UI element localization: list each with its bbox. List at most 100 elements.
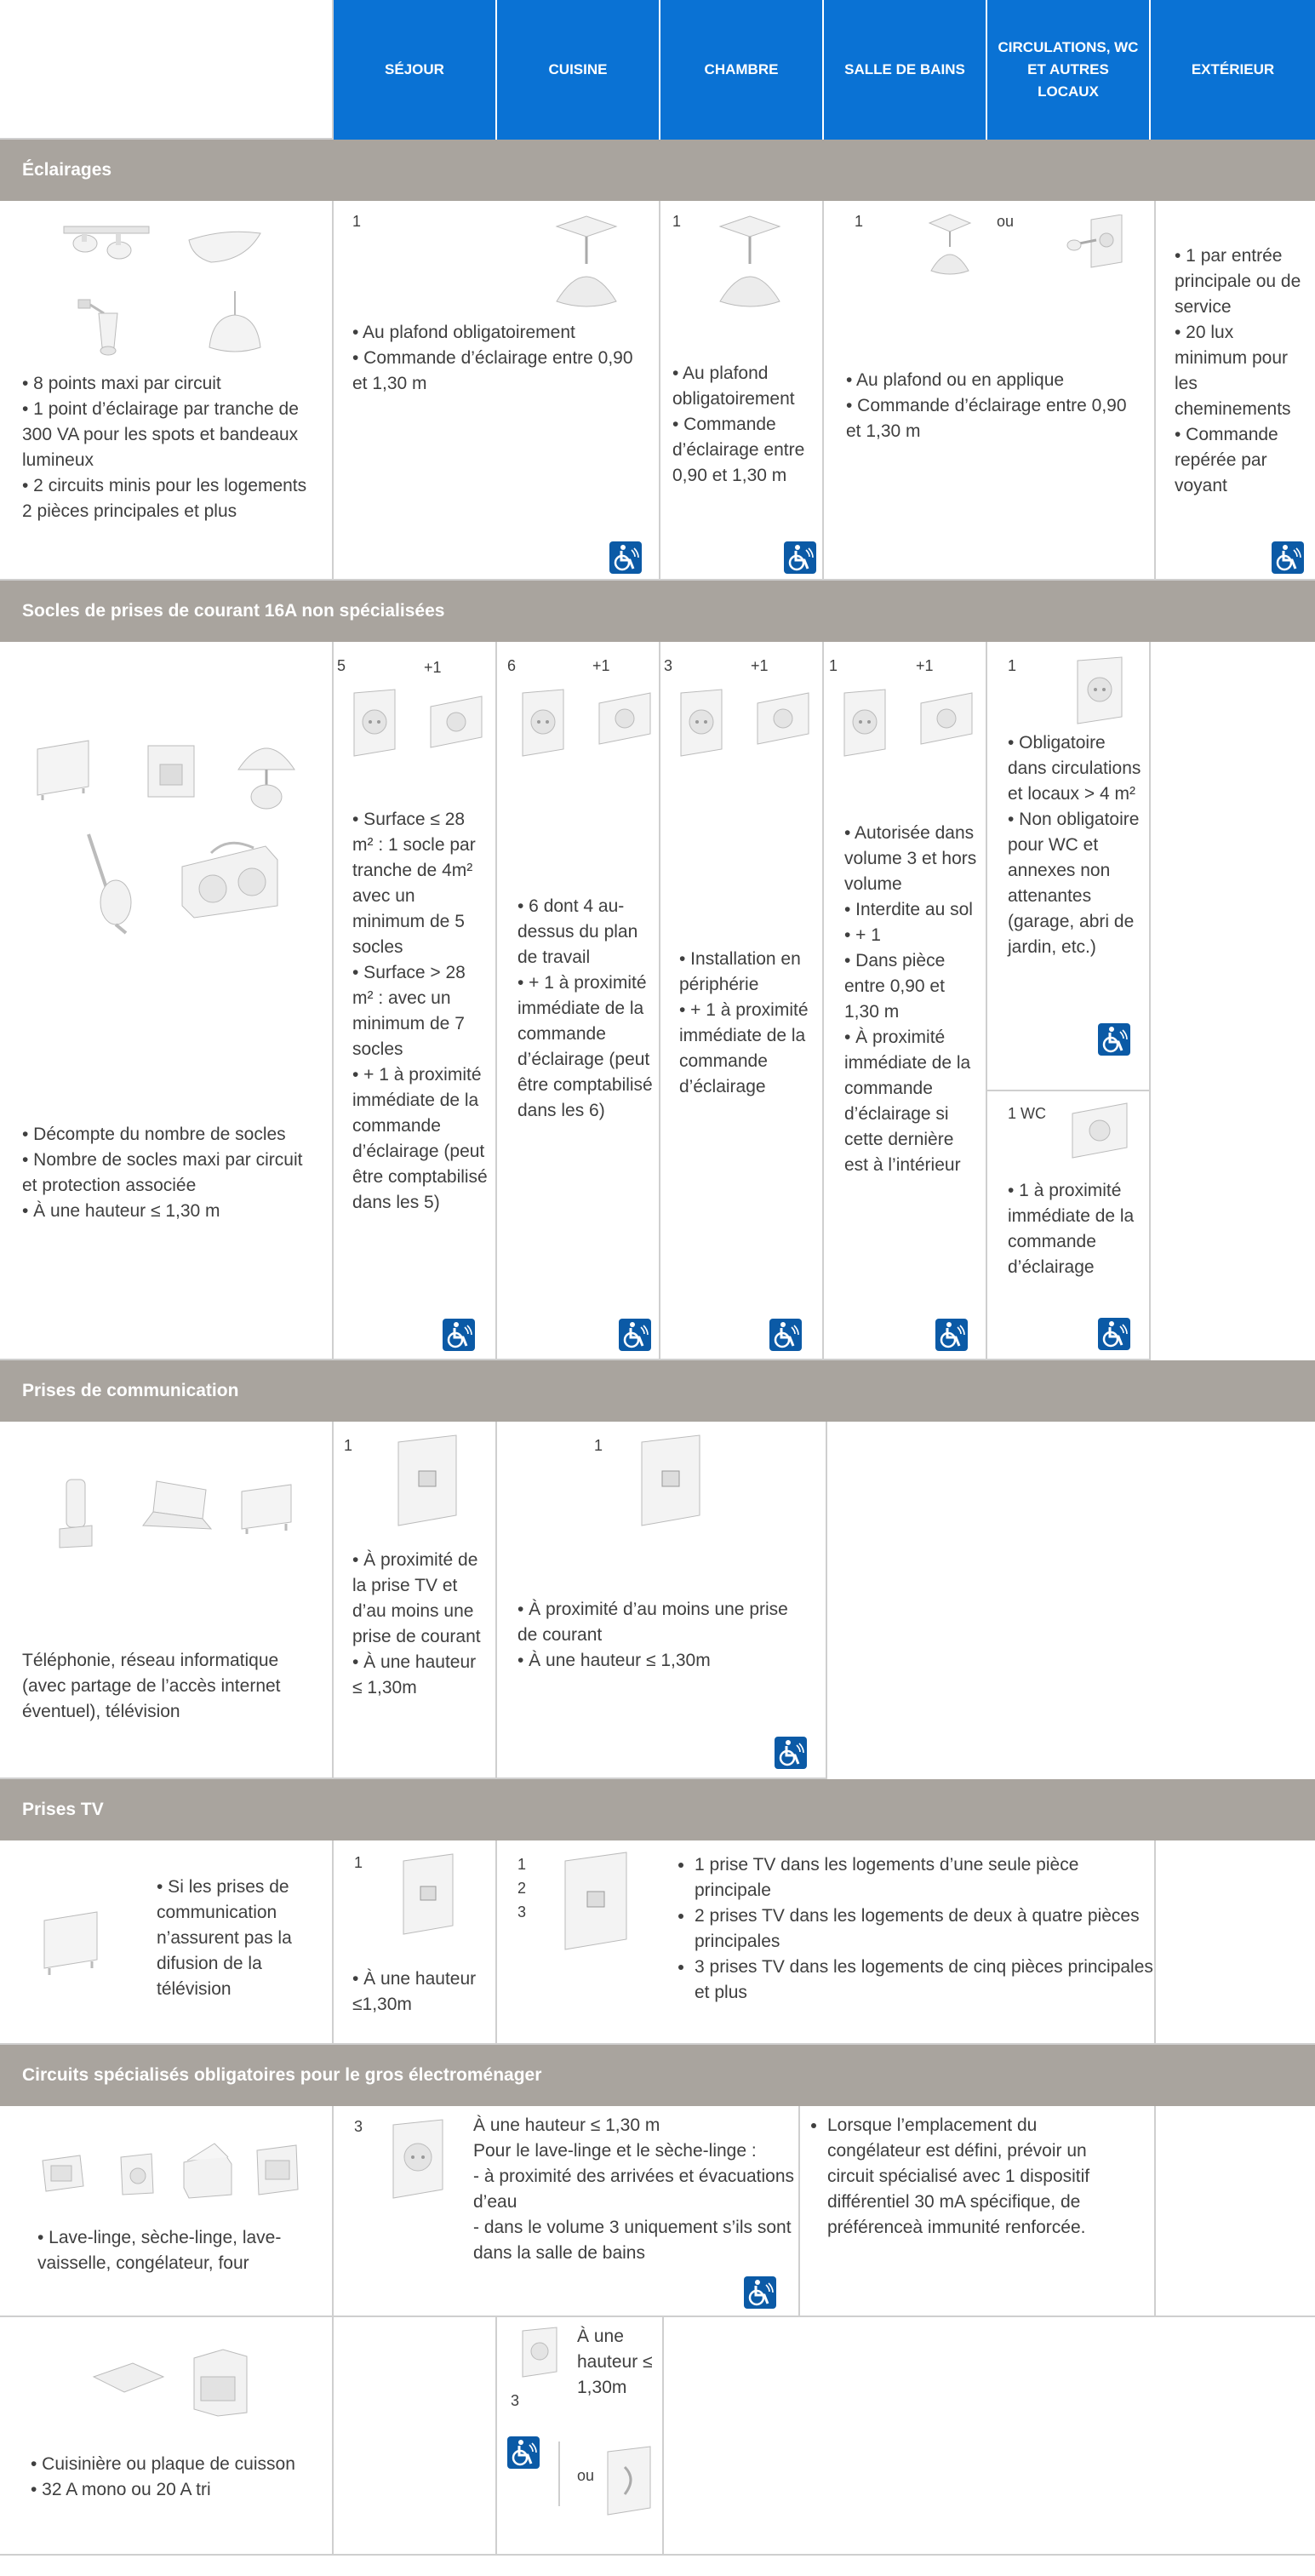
- comm-chambre-cell: 1 • À proximité d’au moins une prise de …: [497, 1422, 827, 1779]
- circuits-row2-num: 3: [511, 2392, 520, 2409]
- socket-icon: [598, 692, 651, 745]
- comm-chambre-num: 1: [594, 1437, 603, 1454]
- circuits-note-list: Lorsque l’emplacement du congélateur est…: [800, 2113, 1100, 2241]
- col-cuisine: CUISINE: [497, 0, 660, 140]
- prises-sdb-num: 1: [829, 657, 838, 674]
- eclairages-sejour-num: 1: [352, 213, 362, 230]
- eclairages-chambre-cell: 1 • Au plafond obligatoirement • Command…: [660, 201, 824, 581]
- eclairages-left-cell: • 8 points maxi par circuit • 1 point d’…: [0, 201, 334, 581]
- wall-light-icon: [188, 231, 261, 263]
- coffee-machine-icon: [147, 745, 195, 798]
- comm-sejour-cell: 1 • À proximité de la prise TV et d’au m…: [334, 1422, 497, 1779]
- prises-circ-text: • Obligatoire dans circulations et locau…: [1008, 733, 1141, 957]
- eclairages-sejour-cuisine-cell: 1 • Au plafond obligatoirement • Command…: [334, 201, 660, 581]
- wall-light-icon: [1066, 215, 1123, 268]
- circuits-row1-left-text: • Lave-linge, sèche-linge, lave-vaissell…: [37, 2228, 282, 2273]
- col-salle-de-bains: SALLE DE BAINS: [824, 0, 987, 140]
- wheelchair-icon: [443, 1319, 475, 1351]
- prises-cuisine-cell: 6 +1 • 6 dont 4 au-dessus du plan de tra…: [497, 642, 660, 1360]
- band-eclairages: Éclairages: [0, 140, 1315, 201]
- comm-sejour-num: 1: [344, 1437, 353, 1454]
- prises-wc-cell: 1 WC • 1 à proximité immédiate de la com…: [987, 1091, 1151, 1360]
- prises-circ-num: 1: [1008, 657, 1017, 674]
- phone-icon: [59, 1479, 93, 1548]
- socket-icon: [843, 689, 886, 757]
- tv-other-nums: 1 2 3: [517, 1856, 527, 1921]
- col-chambre: CHAMBRE: [660, 0, 824, 140]
- socket-icon: [522, 689, 564, 757]
- tv-sejour-num: 1: [354, 1854, 363, 1871]
- rj45-icon: [397, 1434, 457, 1526]
- col-exterieur: EXTÉRIEUR: [1151, 0, 1315, 140]
- prises-circ-cell: 1 • Obligatoire dans circulations et loc…: [987, 642, 1151, 1091]
- prises-wc-text: • 1 à proximité immédiate de la commande…: [1008, 1181, 1135, 1277]
- eclairages-sdb-circ-cell: 1 ou • Au plafond ou en applique • Comma…: [824, 201, 1156, 581]
- circuits-row1-exterieur: [1156, 2106, 1315, 2317]
- wheelchair-icon: [1098, 1318, 1130, 1350]
- col-circulations: CIRCULATIONS, WC ET AUTRES LOCAUX: [987, 0, 1151, 140]
- socket-icon: [430, 696, 483, 748]
- freezer-icon: [183, 2143, 232, 2199]
- wheelchair-icon: [775, 1737, 807, 1769]
- eclairages-sdb-text: • Au plafond ou en applique • Commande d…: [846, 370, 1127, 441]
- eclairages-exterieur-text: • 1 par entrée principale ou de service …: [1175, 246, 1301, 495]
- spot-lights-icon: [63, 226, 150, 260]
- tv-rule-2: 2 prises TV dans les logements de deux à…: [695, 1903, 1154, 1955]
- prises-sdb-plus: +1: [916, 657, 934, 674]
- wheelchair-icon: [619, 1319, 651, 1351]
- radiator-icon: [37, 740, 89, 800]
- prises-cuisine-text: • 6 dont 4 au-dessus du plan de travail …: [517, 896, 653, 1120]
- eclairages-chambre-num: 1: [672, 213, 682, 230]
- dishwasher-icon: [256, 2144, 299, 2195]
- wheelchair-icon: [609, 541, 642, 574]
- circuits-row1-middle: 3 À une hauteur ≤ 1,30 m Pour le lave-li…: [334, 2106, 800, 2317]
- prises-left-text: • Décompte du nombre de socles • Nombre …: [22, 1125, 303, 1221]
- col-sejour: SÉJOUR: [334, 0, 497, 140]
- circuits-row1-num: 3: [354, 2118, 363, 2135]
- prises-sejour-cell: 5 +1 • Surface ≤ 28 m² : 1 socle par tra…: [334, 642, 497, 1360]
- cuisine-divider: [558, 2441, 560, 2506]
- circuits-row2-cuisine: À une hauteur ≤ 1,30m 3 ou: [497, 2317, 664, 2556]
- prises-cuisine-num: 6: [507, 657, 517, 674]
- tv-sejour-cell: 1 • À une hauteur ≤1,30m: [334, 1840, 497, 2045]
- prises-sejour-text: • Surface ≤ 28 m² : 1 socle par tranche …: [352, 810, 488, 1212]
- laptop-icon: [142, 1480, 213, 1530]
- prises-wc-num: 1 WC: [1008, 1105, 1046, 1122]
- tv-exterieur-cell: [1156, 1840, 1315, 2045]
- circuits-row2-text: À une hauteur ≤ 1,30m: [577, 2327, 653, 2397]
- comm-chambre-text: • À proximité d’au moins une prise de co…: [517, 1600, 788, 1670]
- socket-icon: [353, 689, 396, 757]
- socket-icon: [522, 2327, 557, 2378]
- prises-left-cell: • Décompte du nombre de socles • Nombre …: [0, 642, 334, 1360]
- ceiling-light-icon: [718, 215, 781, 307]
- tv-rule-1: 1 prise TV dans les logements d’une seul…: [695, 1852, 1154, 1903]
- eclairages-exterieur-cell: • 1 par entrée principale ou de service …: [1156, 201, 1315, 581]
- rj45-icon: [641, 1434, 700, 1526]
- prises-cuisine-plus: +1: [592, 657, 610, 674]
- wheelchair-icon: [744, 2276, 776, 2309]
- wheelchair-icon: [1272, 541, 1304, 574]
- circuits-row1-note: Lorsque l’emplacement du congélateur est…: [800, 2106, 1156, 2317]
- rj45-icon: [403, 1853, 454, 1935]
- tv-icon: [43, 1911, 98, 1975]
- prises-chambre-plus: +1: [751, 657, 769, 674]
- ceiling-light-icon: [555, 215, 618, 307]
- socket-icon: [757, 692, 809, 745]
- washing-machine-icon: [42, 2155, 84, 2192]
- socket-icon: [1077, 656, 1123, 724]
- wheelchair-icon: [1098, 1023, 1130, 1056]
- circuits-row1-left: • Lave-linge, sèche-linge, lave-vaissell…: [0, 2106, 334, 2317]
- prises-sdb-cell: 1 +1 • Autorisée dans volume 3 et hors v…: [824, 642, 987, 1360]
- socket-icon: [680, 689, 723, 757]
- band-communication: Prises de communication: [0, 1360, 1315, 1422]
- prises-sejour-plus: +1: [424, 659, 442, 676]
- eclairages-ou: ou: [997, 213, 1015, 230]
- wheelchair-icon: [935, 1319, 968, 1351]
- eclairages-chambre-text: • Au plafond obligatoirement • Commande …: [672, 364, 805, 485]
- cooker-outlet-icon: [607, 2446, 651, 2516]
- wheelchair-icon: [507, 2436, 540, 2469]
- radio-icon: [181, 841, 278, 919]
- rj45-icon: [564, 1852, 627, 1950]
- band-prises-tv: Prises TV: [0, 1779, 1315, 1840]
- circuits-row2-left: • Cuisinière ou plaque de cuisson • 32 A…: [0, 2317, 334, 2556]
